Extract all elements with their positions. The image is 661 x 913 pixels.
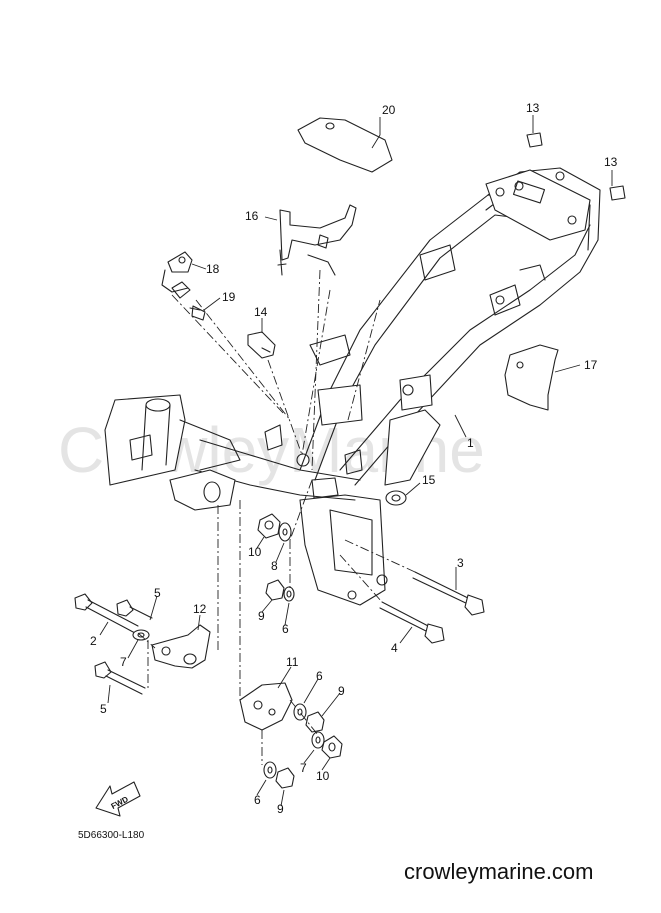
diagram-code: 5D66300-L180 <box>78 830 145 841</box>
callout-2: 2 <box>90 634 97 648</box>
callout-14: 14 <box>254 305 268 319</box>
callout-4: 4 <box>391 641 398 655</box>
callout-16: 16 <box>245 209 259 223</box>
part-20-pad <box>297 117 393 173</box>
callout-19: 19 <box>222 290 236 304</box>
callout-9c: 9 <box>277 802 284 816</box>
part-4-bolt <box>379 601 445 644</box>
callout-10b: 10 <box>316 769 330 783</box>
callout-9a: 9 <box>258 609 265 623</box>
part-13-cap-top <box>526 132 543 148</box>
part-18-clamp <box>161 251 193 299</box>
part-9-nut-lower <box>275 767 295 789</box>
part-13-cap-right <box>609 185 626 201</box>
callout-6a: 6 <box>316 669 323 683</box>
leader-lines <box>99 115 613 807</box>
part-10-nut-upper <box>257 513 281 539</box>
callout-15: 15 <box>422 473 436 487</box>
callout-5b: 5 <box>100 702 107 716</box>
part-5-bolt-upper <box>116 599 153 619</box>
callout-12: 12 <box>193 602 207 616</box>
fwd-arrow-icon: FWD <box>95 781 141 817</box>
part-9-nut-mid <box>305 711 325 733</box>
part-9-nut-upper <box>265 579 285 601</box>
part-11-bracket <box>239 682 293 731</box>
callout-7b: 7 <box>300 761 307 775</box>
callout-8: 8 <box>271 559 278 573</box>
callout-3: 3 <box>457 556 464 570</box>
part-15-grommet <box>385 490 407 506</box>
callout-20: 20 <box>382 103 396 117</box>
part-3-bolt <box>412 571 485 616</box>
part-7-washer-lower <box>311 731 325 749</box>
callout-18: 18 <box>206 262 220 276</box>
callout-11: 11 <box>286 655 299 669</box>
callout-9b: 9 <box>338 684 345 698</box>
assembly-lines <box>137 269 416 765</box>
part-5-bolt-lower <box>94 661 146 695</box>
callout-1: 1 <box>467 436 474 450</box>
callout-6c: 6 <box>254 793 261 807</box>
part-7-washer-left <box>132 629 150 641</box>
part-8-washer <box>278 522 292 542</box>
callout-7a: 7 <box>120 655 127 669</box>
callout-10a: 10 <box>248 545 262 559</box>
callout-labels: 1 2 3 4 5 5 6 6 6 7 7 8 9 9 9 10 10 11 1… <box>90 101 618 816</box>
part-12-bracket <box>151 624 211 669</box>
part-2-bolt <box>74 593 139 634</box>
website-label: crowleymarine.com <box>404 859 594 884</box>
callout-17: 17 <box>584 358 598 372</box>
part-17-cover <box>504 344 559 411</box>
callout-13b: 13 <box>604 155 618 169</box>
part-14-holder <box>247 331 276 359</box>
part-6-washer-upper <box>283 586 295 602</box>
part-16-bracket <box>277 204 357 276</box>
part-6-washer-lower <box>263 761 277 779</box>
part-19-screw <box>189 305 206 321</box>
part-10-nut-lower <box>321 735 343 759</box>
callout-6b: 6 <box>282 622 289 636</box>
callout-5a: 5 <box>154 586 161 600</box>
frame-assembly <box>104 167 601 606</box>
callout-13a: 13 <box>526 101 540 115</box>
